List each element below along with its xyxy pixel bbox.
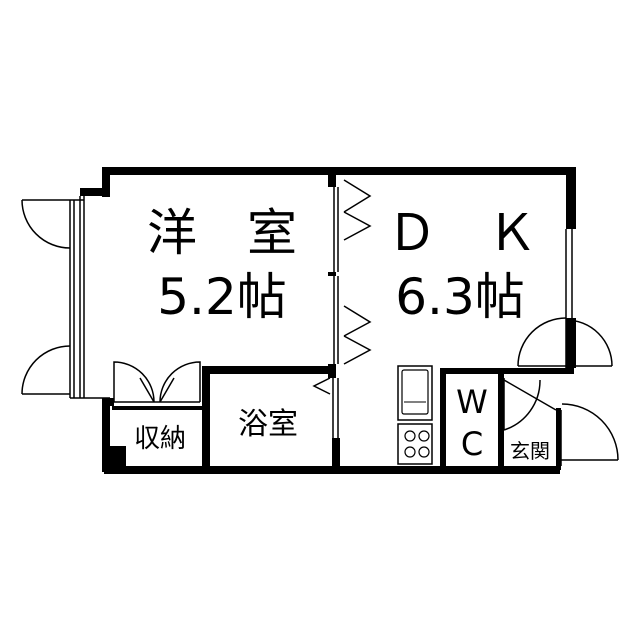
wc-label-w: W	[456, 383, 488, 421]
bath-label: 浴室	[238, 407, 298, 442]
wc-door	[503, 378, 557, 431]
entrance-label: 玄関	[510, 439, 550, 463]
bath-door	[312, 377, 339, 438]
storage-doors	[113, 361, 201, 403]
wc-label-c: C	[461, 425, 483, 463]
partition-folding-doors	[333, 179, 372, 365]
western-room-size: 5.2帖	[157, 268, 287, 326]
dk-window	[565, 229, 573, 318]
dk-size: 6.3帖	[395, 268, 525, 326]
left-door-upper	[21, 199, 71, 249]
interior-walls	[112, 175, 574, 472]
left-window	[69, 196, 110, 399]
western-room-name: 洋 室	[147, 204, 297, 262]
dk-name: Ｄ Ｋ	[387, 204, 537, 262]
kitchen-stove	[397, 423, 433, 465]
entrance-door	[560, 403, 619, 466]
dk-side-door	[517, 317, 613, 368]
left-door-lower	[21, 345, 71, 395]
kitchen-sink	[397, 365, 433, 421]
storage-label: 収納	[134, 424, 186, 454]
